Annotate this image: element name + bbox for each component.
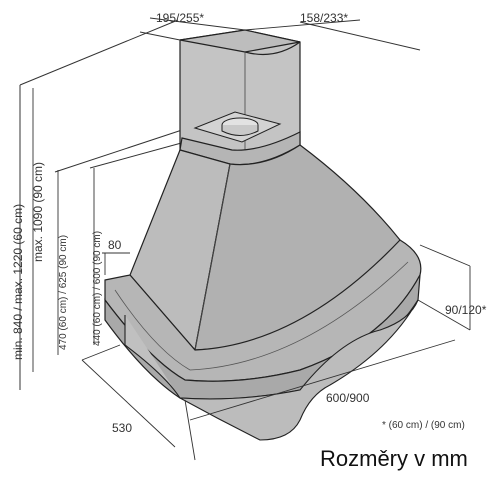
dim-top-left-ext [139,31,181,41]
label-depth-530: 530 [112,421,132,435]
label-height-range: min. 840 / max. 1220 (60 cm) [11,204,25,360]
wall-line-mid [54,129,183,173]
ceiling-wall-line-right [299,21,421,51]
label-top-left: 195/255* [156,11,204,25]
canopy-edge [194,163,231,351]
label-width-600-900: 600/900 [326,391,370,405]
label-height-470: 470 (60 cm) / 625 (90 cm) [58,235,69,350]
label-top-right: 158/233* [300,11,348,25]
chimney-curve [244,41,301,55]
dim-depth-530-ext [81,344,121,361]
hood-bottom-left [124,315,181,399]
dim-depth-530 [81,359,176,448]
dim-top-left [149,17,246,31]
label-hood-height: 90/120* [445,303,487,317]
rim-line-left [114,289,191,371]
dim-width-600-900 [189,339,456,421]
wall-lines [19,19,421,390]
dimension-lines [32,17,471,461]
vent-ring-side [221,125,259,136]
dim-width-ext-left [184,399,196,461]
dim-top-right [244,19,361,31]
vent-outlet [193,111,282,143]
wall-line-inner [89,141,186,169]
dim-hood-height-ext-top [419,244,471,267]
label-height-440: 440 (60 cm) / 600 (90 cm) [92,231,103,346]
diagram-title: Rozměry v mm [320,446,468,471]
dim-hood-height-ext-bottom [417,299,471,331]
label-note: * (60 cm) / (90 cm) [382,420,465,431]
ceiling-wall-line-left [19,19,179,86]
label-ledge-80: 80 [108,238,122,252]
label-height-max-90: max. 1090 (90 cm) [31,162,45,262]
rim-line-front [189,261,409,371]
